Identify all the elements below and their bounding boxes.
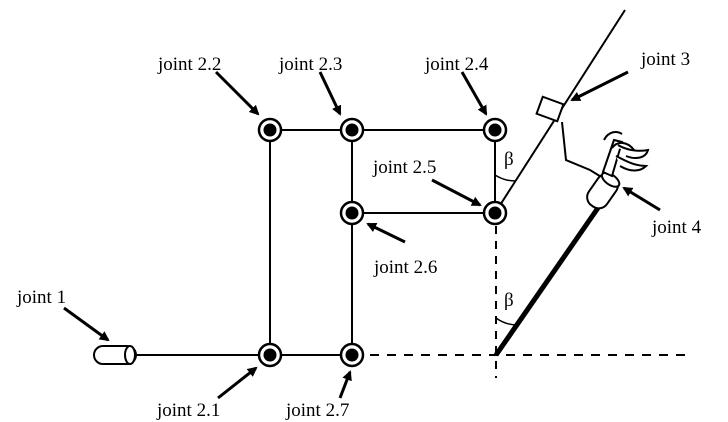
joint-2-4-node bbox=[482, 117, 508, 143]
label-joint-2-2: joint 2.2 bbox=[157, 54, 221, 75]
joint-2-1-node bbox=[257, 342, 283, 368]
linkage-frame bbox=[136, 129, 496, 356]
joint-2-6-node bbox=[339, 200, 365, 226]
label-joint-4: joint 4 bbox=[651, 217, 702, 238]
beta-angle-arc-upper bbox=[494, 174, 517, 182]
pointer-arrows bbox=[63, 70, 661, 400]
label-joint-2-7: joint 2.7 bbox=[285, 400, 349, 421]
label-beta-upper: β bbox=[504, 149, 514, 170]
arrow-joint-4 bbox=[622, 186, 661, 212]
arrow-joint-1 bbox=[63, 306, 110, 342]
arrow-joint-2-2 bbox=[214, 70, 260, 116]
label-joint-1: joint 1 bbox=[16, 287, 66, 308]
joint-2-5-node bbox=[482, 200, 508, 226]
arrow-joint-2-1 bbox=[217, 366, 258, 400]
gripper-icon bbox=[601, 131, 650, 178]
arrow-joint-3 bbox=[570, 70, 629, 102]
joint-3-slider-block bbox=[535, 95, 565, 123]
joint-1-cylinder bbox=[93, 345, 137, 365]
arrow-joint-2-6 bbox=[366, 222, 406, 244]
tool-shaft bbox=[493, 203, 603, 357]
joint-4-cylinder bbox=[586, 171, 621, 210]
label-joint-2-5: joint 2.5 bbox=[372, 157, 436, 178]
label-joint-2-6: joint 2.6 bbox=[373, 257, 437, 278]
arrow-joint-2-7 bbox=[338, 370, 352, 399]
beta-angle-arc-lower bbox=[495, 317, 517, 326]
arrow-joint-2-5 bbox=[431, 178, 482, 207]
label-joint-2-4: joint 2.4 bbox=[424, 54, 489, 75]
label-beta-lower: β bbox=[504, 290, 514, 311]
arrow-joint-2-3 bbox=[318, 71, 342, 116]
slider-to-tool-link bbox=[561, 121, 604, 179]
joint-2-3-node bbox=[339, 117, 365, 143]
label-joint-2-3: joint 2.3 bbox=[278, 54, 342, 75]
joint-2-2-node bbox=[257, 117, 283, 143]
arrow-joint-2-4 bbox=[460, 71, 488, 116]
joint-2-7-node bbox=[339, 342, 365, 368]
label-joint-2-1: joint 2.1 bbox=[156, 400, 220, 421]
label-joint-3: joint 3 bbox=[640, 49, 690, 70]
